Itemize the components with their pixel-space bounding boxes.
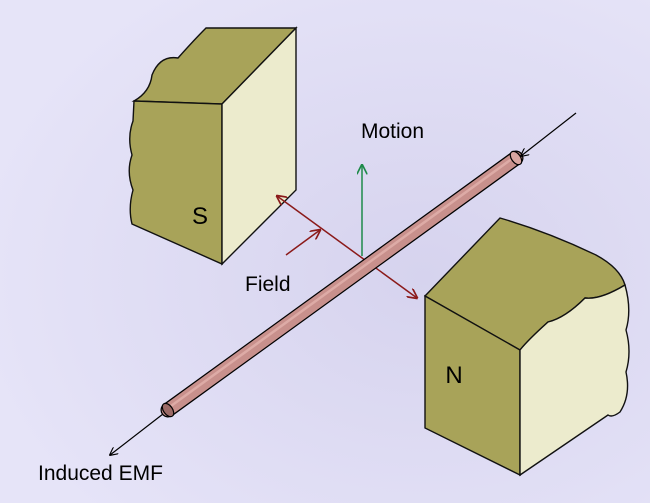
emf-arrow-in bbox=[521, 112, 577, 156]
field-pointer-arrow bbox=[285, 230, 320, 256]
south-magnet-left-face bbox=[128, 100, 223, 266]
induced-emf-label: Induced EMF bbox=[38, 462, 163, 485]
conductor-rod bbox=[160, 150, 524, 418]
north-magnet-side-face bbox=[519, 283, 630, 477]
south-magnet-top-face bbox=[131, 27, 298, 105]
north-pole-label: N bbox=[445, 362, 462, 389]
field-line-arrow bbox=[277, 196, 417, 298]
north-magnet: N bbox=[423, 217, 630, 477]
field-label: Field bbox=[245, 273, 291, 296]
conductor-end-near bbox=[161, 402, 175, 418]
south-pole-label: S bbox=[192, 203, 208, 230]
emf-arrow-out bbox=[110, 413, 164, 455]
motion-label: Motion bbox=[361, 120, 424, 143]
